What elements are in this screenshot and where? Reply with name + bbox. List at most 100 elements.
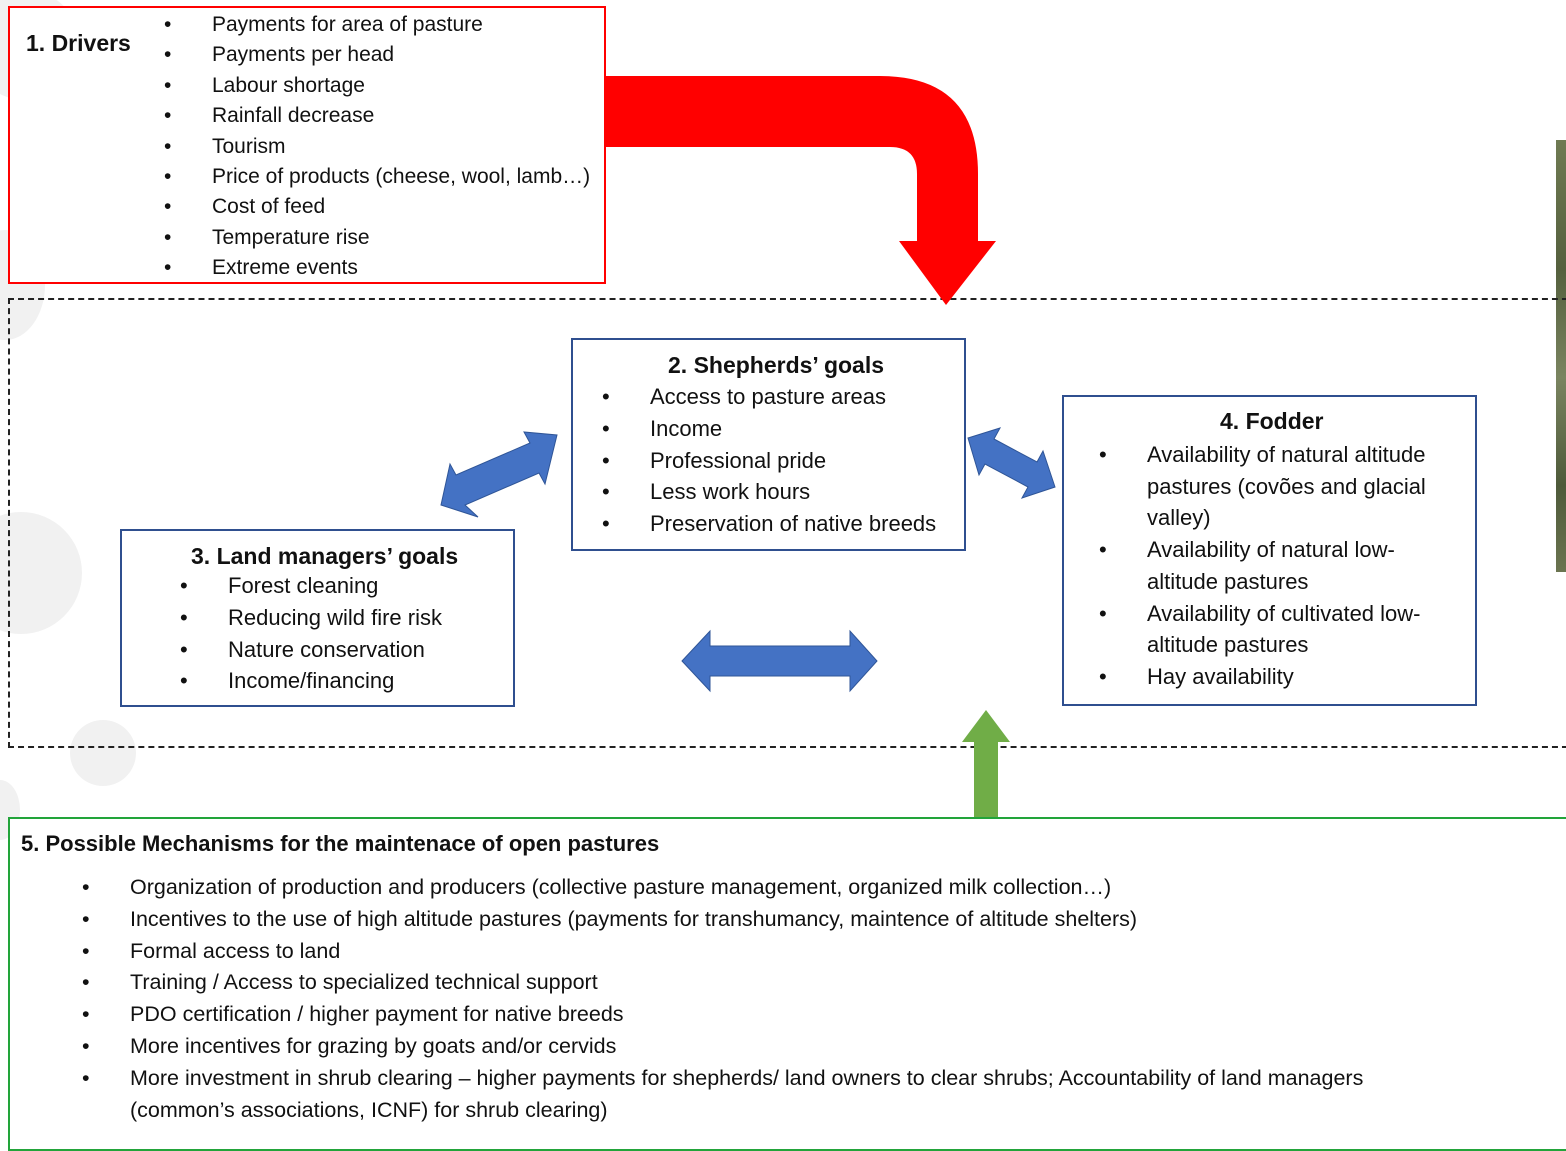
list-item-text: Professional pride <box>650 447 827 473</box>
bullet: • <box>602 479 610 505</box>
bullet: • <box>164 256 172 280</box>
driver-arrow <box>606 76 996 305</box>
list-item: • PDO certification / higher payment for … <box>80 999 1363 1031</box>
mechanisms-title: 5. Possible Mechanisms for the maintenac… <box>21 831 660 856</box>
list-item: • Extreme events <box>160 253 590 283</box>
list-item-text: More incentives for grazing by goats and… <box>130 1033 617 1058</box>
list-item: • Payments for area of pasture <box>160 10 590 40</box>
list-item: •Incentives to the use of high altitude … <box>80 904 1363 936</box>
shepherds-goals-title: 2. Shepherds’ goals <box>668 352 885 378</box>
list-item: • Nature conservation <box>176 634 442 666</box>
list-item-text: Hay availability <box>1147 663 1294 689</box>
list-item: • Hay availability <box>1095 661 1426 693</box>
list-item: •Availability of cultivated low-altitude… <box>1095 598 1426 661</box>
bullet: • <box>1099 663 1107 689</box>
list-item: •Organization of production and producer… <box>80 872 1363 904</box>
bullet: • <box>164 104 172 128</box>
bullet: • <box>602 447 610 473</box>
bullet: • <box>82 1033 90 1058</box>
fodder-list: • Availability of natural altitude pasture… <box>1095 439 1426 693</box>
bullet: • <box>82 906 90 931</box>
photo-edge <box>1556 140 1566 572</box>
bullet: • <box>164 195 172 219</box>
list-item-text: Labour shortage <box>212 73 365 97</box>
drivers-box: 1. Drivers • Payments for area of pasture… <box>8 6 606 284</box>
shepherds-goals-list: •Access to pasture areas•Income•Professi… <box>600 381 936 540</box>
list-item: •Tourism <box>160 132 590 162</box>
list-item-text: (common’s associations, ICNF) for shrub … <box>130 1097 608 1122</box>
bullet: • <box>180 604 188 630</box>
list-item: • Availability of natural low-altitude pa… <box>1095 534 1426 597</box>
bullet: • <box>164 134 172 158</box>
bullet: • <box>1099 442 1107 467</box>
list-item-text: Training / Access to specialized technic… <box>130 970 598 995</box>
list-item-text: Price of products (cheese, wool, lamb…) <box>212 165 591 189</box>
mechanisms-box: 5. Possible Mechanisms for the maintenac… <box>8 817 1566 1151</box>
list-item: • Cost of feed <box>160 192 590 222</box>
bullet: • <box>1099 537 1107 563</box>
list-item-text: Nature conservation <box>228 636 425 662</box>
list-item-text: Payments per head <box>212 43 395 67</box>
bullet: • <box>180 668 188 694</box>
list-item: •Income/financing <box>176 665 442 697</box>
list-item-text: Access to pasture areas <box>650 384 887 409</box>
fodder-box: 4. Fodder •Availability of natural altit… <box>1062 395 1477 706</box>
bullet: • <box>602 384 610 409</box>
list-item-text: Cost of feed <box>212 195 326 219</box>
list-item: • Reducing wild fire risk <box>176 602 442 634</box>
list-item-text: Temperature rise <box>212 225 370 249</box>
list-item: •Labour shortage <box>160 71 590 101</box>
list-item-text: altitude pastures <box>1147 568 1309 594</box>
list-item-text: valley) <box>1147 505 1211 531</box>
list-item: • Formal access to land <box>80 936 1363 968</box>
list-item: • Forest cleaning <box>176 570 442 602</box>
list-item: • Less work hours <box>600 476 936 508</box>
bullet: • <box>1099 600 1107 626</box>
list-item: •Training / Access to specialized techni… <box>80 967 1363 999</box>
list-item-text: Preservation of native breeds <box>650 511 937 537</box>
list-item-text: Availability of cultivated low- <box>1147 600 1421 626</box>
list-item-text: Extreme events <box>212 256 358 280</box>
list-item-text: Availability of natural low- <box>1147 537 1395 563</box>
list-item: • Payments per head <box>160 40 590 70</box>
shepherds-landmanagers-arrow <box>440 431 558 518</box>
bullet: • <box>602 511 610 537</box>
list-item: • More incentives for grazing by goats an… <box>80 1031 1363 1063</box>
drivers-list: • Payments for area of pasture • Payments p… <box>160 10 590 284</box>
bullet: • <box>602 415 610 441</box>
list-item: • Preservation of native breeds <box>600 508 936 540</box>
list-item-text: Formal access to land <box>130 938 341 963</box>
bullet: • <box>82 1002 90 1027</box>
bullet: • <box>164 165 172 189</box>
mechanisms-list: •Organization of production and producer… <box>80 872 1363 1126</box>
bullet: • <box>164 43 172 67</box>
list-item: •More investment in shrub clearing – hig… <box>80 1063 1363 1127</box>
bullet: • <box>164 13 172 36</box>
shepherds-fodder-arrow <box>967 427 1056 499</box>
bullet: • <box>82 875 90 899</box>
decorative-circle <box>70 720 136 786</box>
bullet: • <box>180 636 188 662</box>
list-item: • Professional pride <box>600 445 936 477</box>
shepherds-goals-box: 2. Shepherds’ goals • Access to pasture a… <box>571 338 966 551</box>
list-item-text: More investment in shrub clearing – high… <box>130 1065 1364 1090</box>
list-item: • Access to pasture areas <box>600 381 936 413</box>
list-item: •Rainfall decrease <box>160 101 590 131</box>
bullet: • <box>82 938 90 963</box>
list-item-text: Forest cleaning <box>228 573 379 598</box>
system-boundary <box>8 298 1566 748</box>
landmanagers-fodder-arrow <box>681 629 878 693</box>
land-managers-goals-title: 3. Land managers’ goals <box>191 543 459 569</box>
list-item-text: Reducing wild fire risk <box>228 604 442 630</box>
list-item-text: Less work hours <box>650 479 811 505</box>
list-item-text: PDO certification / higher payment for n… <box>130 1002 624 1027</box>
list-item: • Temperature rise <box>160 223 590 253</box>
list-item-text: Availability of natural altitude <box>1147 442 1426 467</box>
drivers-title: 1. Drivers <box>26 30 131 56</box>
list-item-text: pastures (covões and glacial <box>1147 473 1426 499</box>
list-item-text: Payments for area of pasture <box>212 13 483 36</box>
bullet: • <box>180 573 188 598</box>
land-managers-goals-box: 3. Land managers’ goals • Forest cleaning… <box>120 529 515 707</box>
bullet: • <box>164 225 172 249</box>
